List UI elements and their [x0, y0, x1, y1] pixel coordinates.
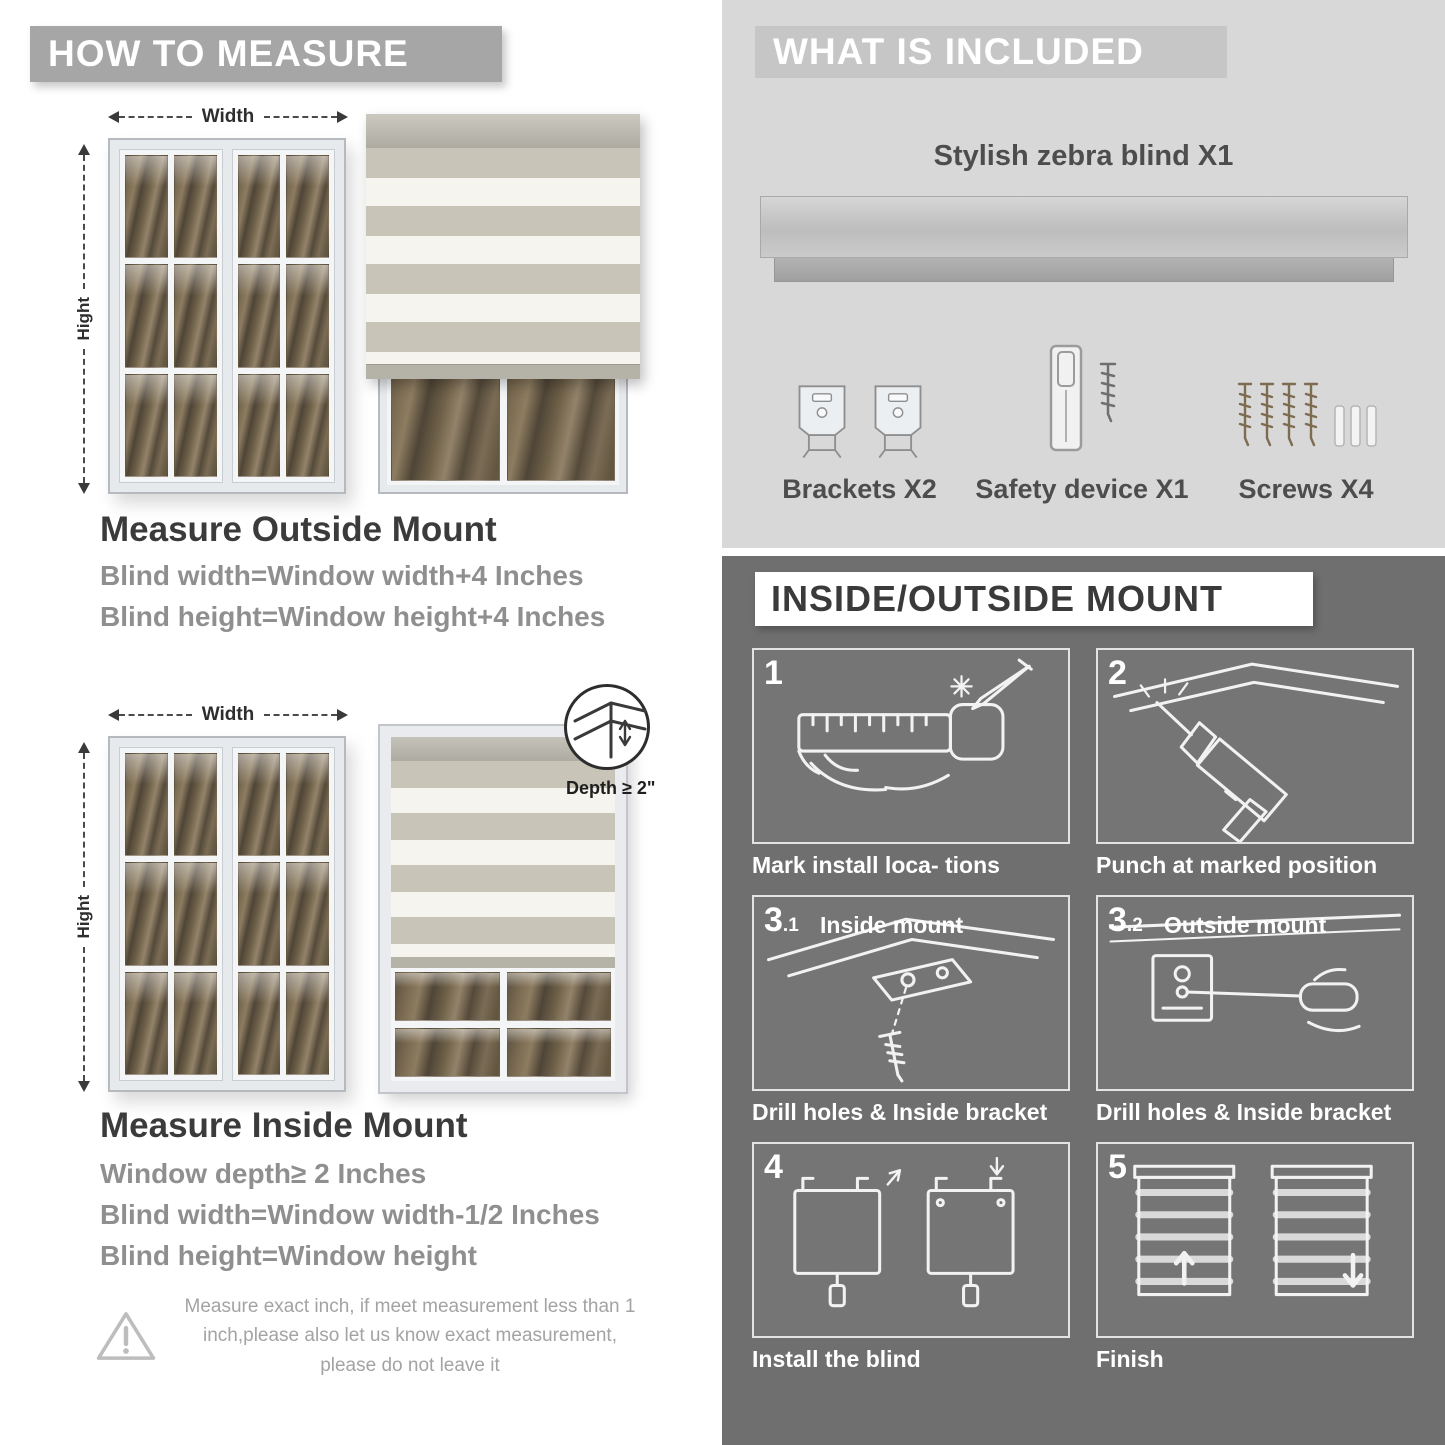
- height-arrow: Hight: [74, 144, 94, 494]
- step-panel: 5: [1096, 1142, 1414, 1338]
- blind-bottom-rail: [391, 957, 615, 968]
- drill-icon: [1113, 662, 1400, 842]
- step-caption: Drill holes & Inside bracket: [1096, 1099, 1392, 1125]
- step-number: 1: [764, 654, 783, 692]
- mount-step: 1: [752, 648, 1070, 879]
- zebra-blind-inside-illustration: [378, 724, 628, 1094]
- arrow-left-icon: [108, 709, 119, 721]
- step-number: 4: [764, 1148, 783, 1186]
- included-items: Brackets X2 Safety device X1: [752, 330, 1415, 505]
- step-caption: Punch at marked position: [1096, 852, 1378, 878]
- step-number: 5: [1108, 1148, 1127, 1186]
- step-number: 3.2: [1108, 901, 1143, 939]
- inside-outside-mount-banner: INSIDE/OUTSIDE MOUNT: [755, 572, 1313, 626]
- window-illustration: [108, 138, 346, 494]
- outside-mount-title: Measure Outside Mount: [100, 510, 497, 549]
- bracket-icon: [874, 385, 921, 459]
- what-is-included-banner: WHAT IS INCLUDED: [755, 26, 1227, 78]
- window-illustration: [108, 736, 346, 1092]
- measure-tape-icon: [797, 658, 1033, 792]
- arrow-left-icon: [108, 111, 119, 123]
- blind-bottom-rail: [366, 364, 640, 379]
- height-arrow: Hight: [74, 742, 94, 1092]
- arrow-right-icon: [337, 709, 348, 721]
- zebra-blind-outside-illustration: [366, 114, 640, 494]
- mount-step: 5 Finish: [1096, 1142, 1414, 1373]
- inside-mount-title: Measure Inside Mount: [100, 1106, 468, 1145]
- step-caption: Install the blind: [752, 1346, 921, 1372]
- zebra-blind-label: Stylish zebra blind X1: [933, 140, 1234, 172]
- step-label: Outside mount: [1164, 912, 1327, 938]
- bracket-icon: [798, 385, 845, 459]
- included-item-brackets: Brackets X2: [752, 330, 967, 505]
- width-label: Width: [201, 704, 255, 725]
- step-panel: 2: [1096, 648, 1414, 844]
- measurement-formula: Blind height=Window height: [100, 1240, 477, 1271]
- mount-steps-grid: 1: [752, 648, 1414, 1373]
- blind-stripes: [391, 761, 615, 957]
- included-item-screws: Screws X4: [1197, 330, 1415, 505]
- step-label: Inside mount: [820, 912, 964, 938]
- safety-device-icon: [1049, 344, 1117, 452]
- arrow-down-icon: [78, 483, 90, 494]
- step-number: 2: [1108, 654, 1127, 692]
- mount-step: 3.2 Outside mount: [1096, 895, 1414, 1126]
- item-label: Brackets X2: [782, 474, 937, 504]
- step-number: 3.1: [764, 901, 799, 939]
- screws-icon: [1237, 382, 1377, 447]
- step-panel: 4: [752, 1142, 1070, 1338]
- inside-mount-figure: Width Hight: [74, 684, 678, 1104]
- mount-instructions-section: INSIDE/OUTSIDE MOUNT 1: [722, 556, 1445, 1445]
- arrow-up-icon: [78, 742, 90, 753]
- step-panel: 3.1 Inside mount: [752, 895, 1070, 1091]
- step-caption: Drill holes & Inside bracket: [752, 1099, 1048, 1125]
- measurement-formula: Blind width=Window width+4 Inches: [100, 560, 584, 591]
- step-panel: 1: [752, 648, 1070, 844]
- step-panel: 3.2 Outside mount: [1096, 895, 1414, 1091]
- included-item-safety-device: Safety device X1: [967, 330, 1197, 505]
- width-label: Width: [201, 106, 255, 127]
- measurement-formula: Blind height=Window height+4 Inches: [100, 601, 606, 632]
- width-arrow: Width: [108, 704, 348, 726]
- measurement-formula: Blind width=Window width-1/2 Inches: [100, 1199, 600, 1230]
- mount-step: 4: [752, 1142, 1070, 1373]
- blind-valance: [366, 114, 640, 148]
- headrail-illustration: [760, 196, 1408, 282]
- depth-detail-circle: [564, 684, 650, 770]
- warning-icon: [96, 1312, 156, 1361]
- width-arrow: Width: [108, 106, 348, 128]
- how-to-measure-banner: HOW TO MEASURE: [30, 26, 502, 82]
- step-caption: Mark install loca- tions: [752, 852, 1000, 878]
- measurement-formula: Window depth≥ 2 Inches: [100, 1158, 427, 1189]
- finish-blinds-icon: [1133, 1164, 1373, 1297]
- item-label: Safety device X1: [975, 474, 1189, 504]
- window-pane: [125, 155, 168, 259]
- height-label: Hight: [74, 895, 93, 939]
- what-is-included-section: WHAT IS INCLUDED Stylish zebra blind X1: [722, 0, 1445, 548]
- arrow-right-icon: [337, 111, 348, 123]
- headrail-lip: [774, 258, 1394, 282]
- inside-bracket-icon: [767, 917, 1055, 1083]
- height-label: Hight: [74, 297, 93, 341]
- step-caption: Finish: [1096, 1346, 1164, 1372]
- blind-stripes: [366, 148, 640, 364]
- measurement-warning: Measure exact inch, if meet measurement …: [95, 1292, 643, 1380]
- mount-step: 2 Punch at mar: [1096, 648, 1414, 879]
- arrow-up-icon: [78, 144, 90, 155]
- arrow-down-icon: [78, 1081, 90, 1092]
- warning-text: Measure exact inch, if meet measurement …: [184, 1296, 636, 1376]
- headrail-bar: [760, 196, 1408, 258]
- depth-label: Depth ≥ 2": [566, 778, 656, 798]
- item-label: Screws X4: [1238, 474, 1374, 504]
- mount-step: 3.1 Inside mount Dri: [752, 895, 1070, 1126]
- corner-zoom-icon: [573, 701, 647, 759]
- outside-bracket-icon: [1108, 913, 1402, 1033]
- install-blind-icon: [793, 1156, 1015, 1308]
- outside-mount-figure: Width Hight: [74, 98, 658, 502]
